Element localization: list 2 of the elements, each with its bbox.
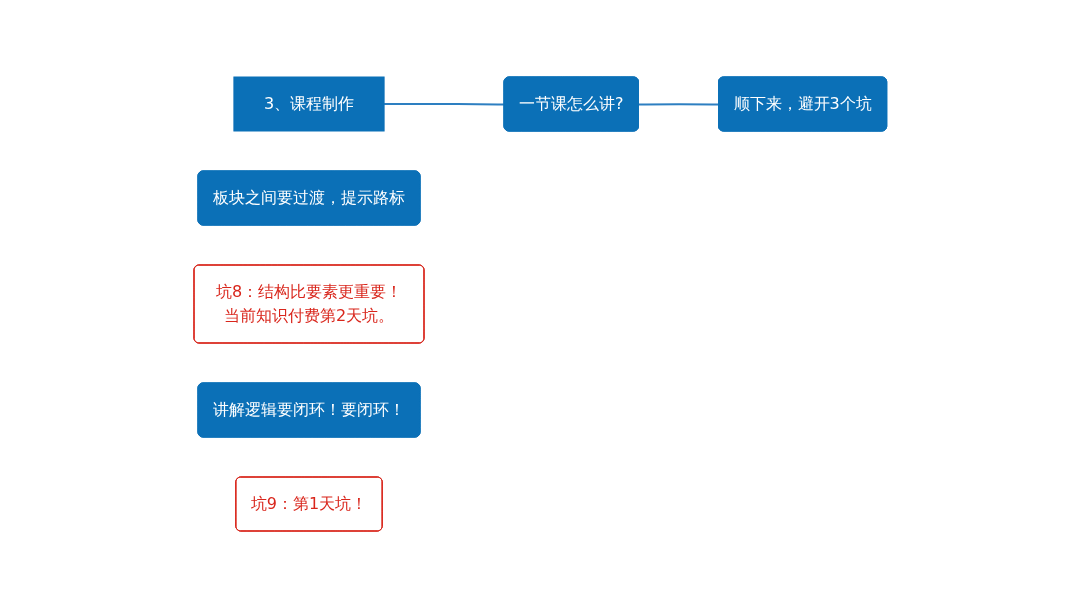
node-box: 3、课程制作	[233, 76, 385, 132]
connector	[637, 103, 720, 106]
